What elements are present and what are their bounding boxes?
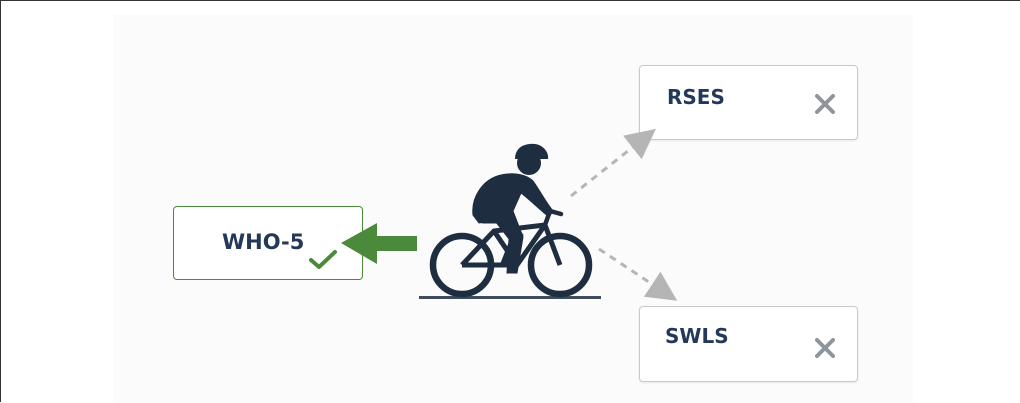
who5-label: WHO-5	[222, 230, 305, 254]
dashed-arrow-rses	[570, 128, 656, 198]
rses-node: RSES	[639, 65, 858, 140]
accepted-arrow	[341, 223, 417, 264]
swls-node: SWLS	[639, 306, 858, 382]
rses-label: RSES	[667, 85, 725, 109]
swls-label: SWLS	[665, 324, 729, 348]
dashed-arrow-swls	[598, 247, 678, 301]
who5-node: WHO-5	[173, 206, 363, 280]
x-icon	[815, 338, 835, 358]
check-icon	[309, 250, 337, 269]
cyclist-icon	[419, 143, 601, 299]
x-icon	[815, 94, 835, 114]
